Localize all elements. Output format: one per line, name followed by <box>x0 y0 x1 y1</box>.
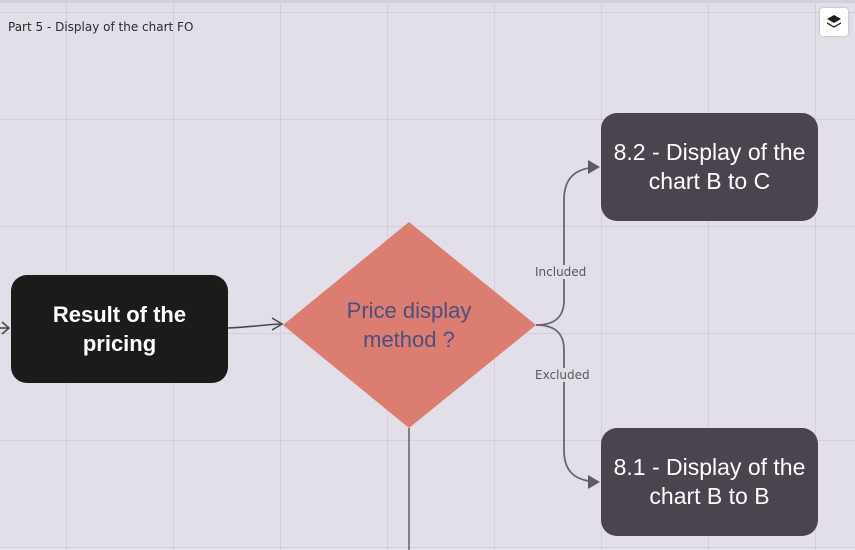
top-strip <box>0 0 855 3</box>
display-chart-b-to-c-node[interactable]: 8.2 - Display of the chart B to C <box>601 113 818 221</box>
result-to-decision-arrowhead <box>271 317 284 331</box>
layers-icon <box>827 15 841 28</box>
included-connector <box>535 166 599 326</box>
excluded-edge-label: Excluded <box>533 368 592 382</box>
excluded-connector <box>535 324 599 483</box>
price-display-method-decision-label[interactable]: Price display method ? <box>346 298 472 352</box>
decision-diamond <box>283 222 536 428</box>
frame-title: Part 5 - Display of the chart FO <box>8 20 194 34</box>
included-edge-label: Included <box>533 265 589 279</box>
result-to-decision-connector <box>227 323 281 329</box>
layers-button[interactable] <box>820 8 848 36</box>
result-of-pricing-node[interactable]: Result of the pricing <box>11 275 228 383</box>
included-arrowhead <box>588 160 600 174</box>
incoming-arrowhead <box>1 321 11 335</box>
display-chart-b-to-b-node[interactable]: 8.1 - Display of the chart B to B <box>601 428 818 536</box>
excluded-arrowhead <box>588 475 600 489</box>
